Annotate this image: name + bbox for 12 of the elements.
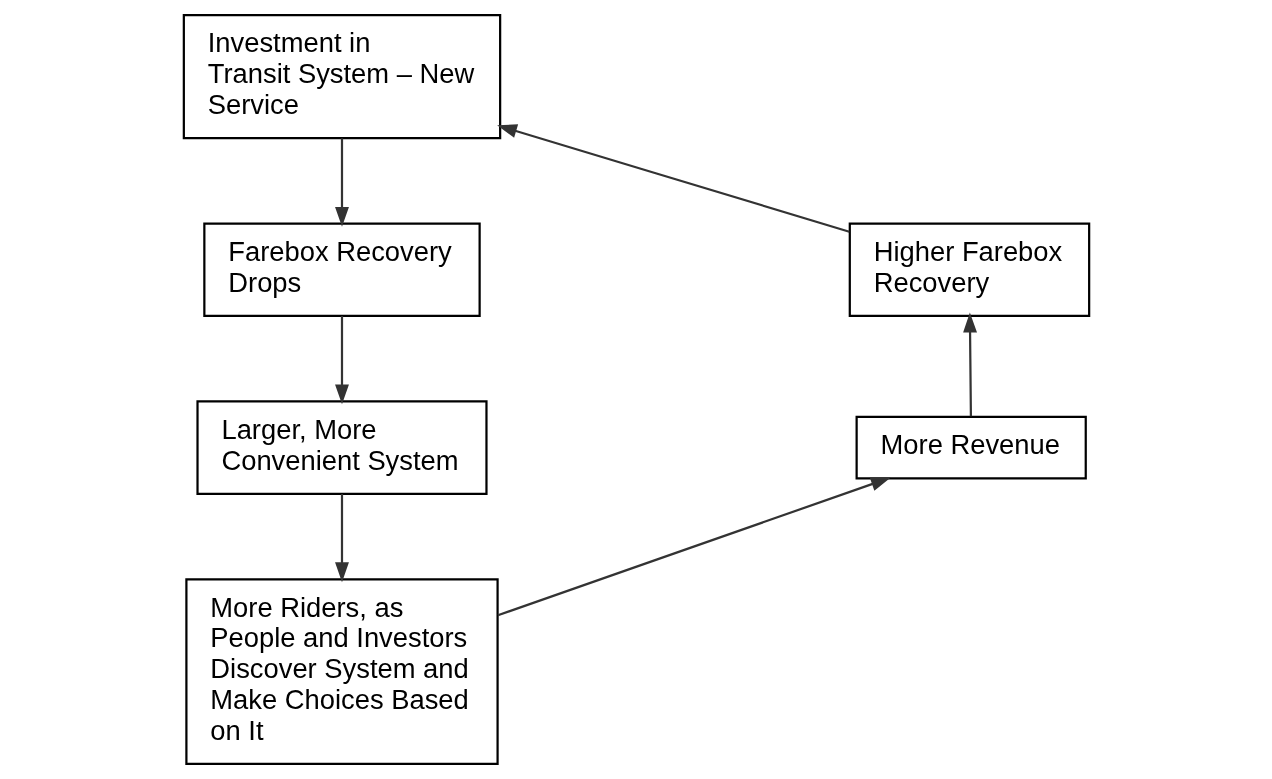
arrow	[334, 494, 349, 583]
node-box: Higher Farebox Recovery	[848, 222, 1090, 318]
arrow	[334, 316, 349, 405]
node-box: Farebox Recovery Drops	[202, 222, 481, 318]
node-box: Larger, More Convenient System	[195, 400, 488, 495]
node-box: More Riders, as People and Investors Discover System and Make Choices Based on It	[184, 578, 499, 766]
node-box: Investment in Transit System – New Service	[182, 13, 501, 140]
node-box: More Revenue	[855, 415, 1087, 480]
arrow	[962, 312, 977, 417]
arrow	[496, 124, 850, 233]
arrow	[334, 138, 349, 227]
arrow	[497, 477, 891, 617]
